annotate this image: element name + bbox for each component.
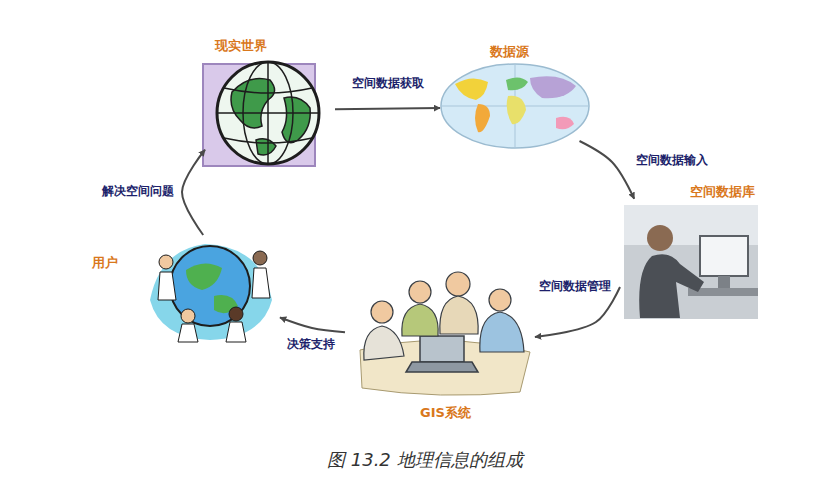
illustrated-node: 空间数据库 [620,182,762,322]
person-body [252,268,270,298]
person-body [158,272,176,300]
person-head [409,281,431,303]
person-head [371,301,393,323]
laptop-base [406,362,478,372]
illustrated-node: 用户 [88,235,280,345]
parallel [224,138,312,143]
monitor-stand [718,276,730,288]
node-heading: 用户 [92,255,118,271]
illustrated-node: 现实世界 [205,35,335,170]
node-heading: 空间数据库 [690,184,755,200]
flow-arrow [335,108,440,109]
person-head [253,251,267,265]
map-region [530,76,576,98]
map-region [475,104,490,132]
parallel [217,112,319,114]
flow-label: 空间数据获取 [350,76,426,91]
monitor [700,236,748,276]
flow-arrow [182,150,205,235]
person-body [226,322,246,342]
person-head [446,272,470,296]
continent [282,97,310,143]
flow-arrow [280,318,345,333]
person-body [178,324,198,342]
map-region [556,117,574,129]
person-body [480,312,524,352]
splash [150,244,272,340]
map-region [507,96,526,124]
flow-arrow [535,287,620,337]
illustrated-node: 数据源 [440,42,590,152]
node-heading: 现实世界 [215,38,267,54]
flow-label: 空间数据管理 [537,279,613,294]
flow-label: 决策支持 [285,337,337,352]
figure-caption: 图 13.2 地理信息的组成 [327,448,523,472]
node-heading: 数据源 [490,44,529,60]
photo-ground [624,205,758,319]
person-head [647,225,673,251]
continent [186,263,222,290]
person-head [181,309,195,323]
person-head [159,255,173,269]
globe [170,246,250,326]
world-map [441,64,589,148]
person-body [639,254,704,318]
person-head [489,289,511,311]
illustrated-node: GIS系统 [345,265,535,425]
map-region [506,77,528,90]
flow-label: 空间数据输入 [634,153,710,168]
person-head [229,307,243,321]
map-region [455,78,488,100]
node-heading: GIS系统 [420,405,471,421]
person-body [440,296,478,334]
continent [256,139,276,155]
laptop-screen [420,336,464,362]
flow-arrow [580,141,635,199]
flow-label: 解决空间问题 [100,184,176,199]
globe [217,62,319,164]
person-body [364,326,404,360]
person-body [402,304,438,336]
parallel [224,88,312,93]
